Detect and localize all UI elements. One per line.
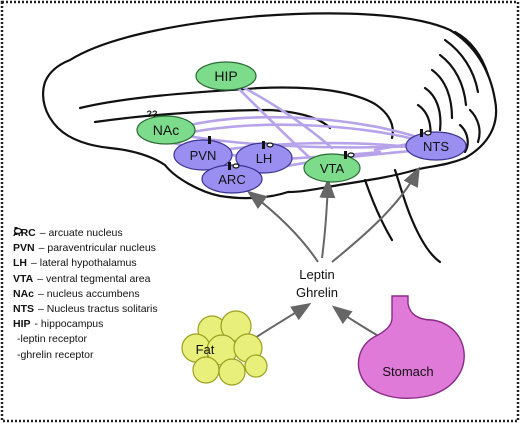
fat-illustration: Fat — [181, 310, 268, 386]
legend-desc: – ventral tegmental area — [37, 272, 151, 285]
arrow-to-arc — [246, 190, 319, 263]
legend-desc: – nucleus accumbens — [38, 287, 140, 300]
stomach-illustration: Stomach — [357, 295, 465, 399]
region-lh: LH — [235, 141, 293, 174]
legend-row-ghrelin-receptor: -ghrelin receptor — [13, 227, 158, 363]
region-arc: ARC — [201, 162, 263, 194]
ghrelin-receptor-icon — [266, 142, 274, 148]
region-hip: HIP — [195, 61, 257, 91]
region-nts-label: NTS — [423, 139, 449, 154]
leptin-receptor-icon — [208, 136, 211, 144]
leptin-receptor-icon — [420, 129, 423, 137]
legend-row-lh: LH – lateral hypothalamus — [13, 256, 158, 271]
region-lh-label: LH — [256, 151, 273, 166]
leptin-receptor-icon — [262, 141, 265, 149]
ghrelin-receptor-icon — [232, 163, 240, 169]
legend-desc: – paraventricular nucleus — [38, 242, 156, 255]
region-nac: NAc ?? — [136, 109, 196, 145]
legend-row-arc: ARC – arcuate nucleus — [13, 226, 158, 241]
legend-row-nts: NTS – Nucleus tractus solitaris — [13, 302, 158, 317]
legend-row-hip: HIP - hippocampus — [13, 317, 158, 332]
legend-row-nac: NAc– nucleus accumbens — [13, 287, 158, 302]
legend-desc: - hippocampus — [34, 318, 104, 331]
legend-desc: -leptin receptor — [17, 333, 88, 346]
legend: ARC – arcuate nucleus PVN – paraventricu… — [13, 226, 158, 363]
ghrelin-receptor-icon — [347, 152, 355, 158]
legend-key: PVN — [13, 242, 35, 255]
leptin-receptor-icon — [228, 162, 231, 170]
brain-outline — [41, 12, 498, 264]
region-vta-label: VTA — [320, 161, 345, 176]
region-nts: NTS — [405, 129, 467, 161]
legend-desc: – arcuate nucleus — [39, 227, 123, 239]
arrow-to-nts — [331, 166, 420, 263]
leptin-label: Leptin — [299, 267, 335, 282]
nac-question-mark: ?? — [147, 109, 158, 119]
stomach-label: Stomach — [382, 364, 433, 379]
legend-row-pvn: PVN – paraventricular nucleus — [13, 241, 158, 256]
arrow-fat-to-hormones — [254, 302, 312, 339]
legend-key: NAc — [13, 287, 35, 300]
legend-row-vta: VTA – ventral tegmental area — [13, 272, 158, 287]
region-hip-label: HIP — [214, 68, 237, 84]
legend-row-leptin-receptor: -leptin receptor — [13, 227, 158, 347]
leptin-receptor-icon — [344, 151, 347, 159]
hormones-label: Leptin Ghrelin — [282, 266, 352, 302]
region-arc-label: ARC — [218, 172, 245, 187]
fat-label: Fat — [196, 342, 215, 357]
ghrelin-receptor-icon — [424, 130, 432, 136]
legend-key: LH — [13, 257, 27, 270]
region-nac-label: NAc — [153, 122, 179, 138]
legend-desc: -ghrelin receptor — [17, 348, 94, 361]
region-vta: VTA — [303, 151, 361, 183]
arrow-to-vta — [319, 178, 336, 259]
region-pvn-label: PVN — [190, 148, 217, 163]
region-pvn: PVN — [173, 136, 233, 171]
legend-desc: – lateral hypothalamus — [31, 257, 137, 270]
legend-key: NTS — [13, 303, 34, 316]
legend-key: HIP — [13, 318, 31, 331]
ghrelin-label: Ghrelin — [296, 285, 338, 300]
legend-key: VTA — [13, 272, 34, 285]
legend-desc: – Nucleus tractus solitaris — [38, 303, 158, 316]
